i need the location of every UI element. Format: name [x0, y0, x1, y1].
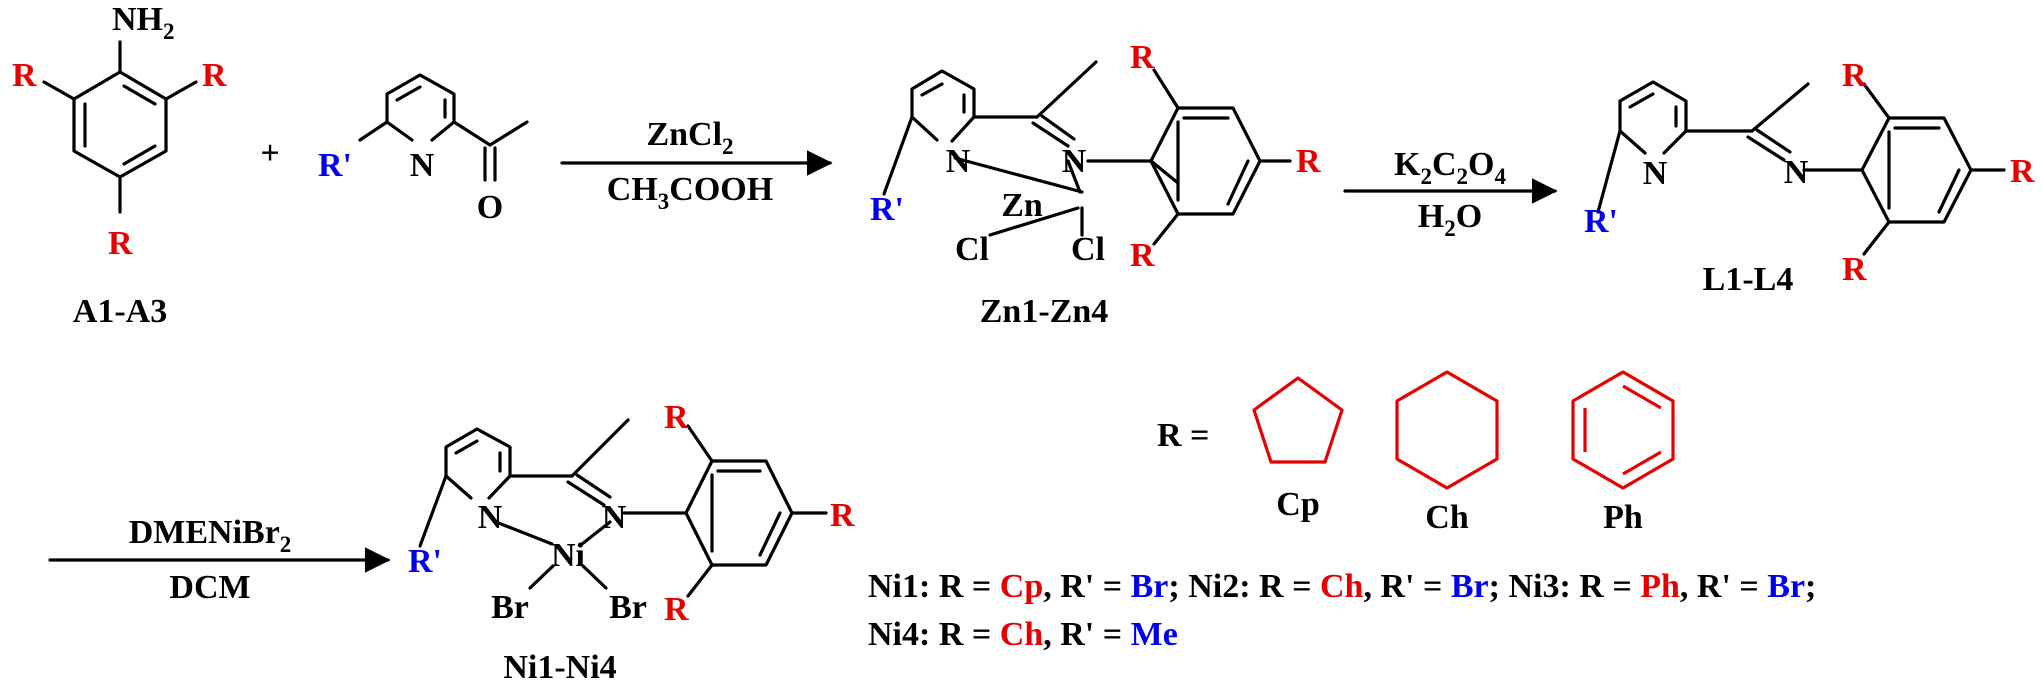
r-substituent: R	[1296, 143, 1321, 180]
r-substituent: R	[202, 57, 227, 94]
imine-nitrogen: N	[602, 499, 627, 536]
rprime-substituent: R'	[318, 147, 352, 184]
nickel-atom: Ni	[551, 537, 585, 574]
bromide-ligand: Br	[491, 589, 529, 626]
assignment-ni1: Ni1:	[868, 568, 939, 605]
imine-nitrogen: N	[1784, 154, 1809, 191]
nickel-complex-structure: N N Ni Br Br R' R R R	[408, 399, 855, 628]
aniline-structure: NH2 R R R	[12, 1, 227, 262]
amino-group: NH2	[112, 1, 175, 44]
legend-group-ph: Ph	[1603, 499, 1643, 536]
r-substituent: R	[830, 497, 855, 534]
r-substituent: R	[1842, 57, 1867, 94]
assignment-line-1: Ni1: R = Cp, R' = Br; Ni2: R = Ch, R' = …	[868, 568, 1816, 605]
pyridine-nitrogen: N	[1643, 155, 1668, 192]
step2-reagent: K2C2O4	[1394, 146, 1506, 189]
chloride-ligand: Cl	[955, 231, 989, 268]
assignment-ni2: Ni2:	[1188, 568, 1259, 605]
legend-group-ch: Ch	[1425, 499, 1469, 536]
r-substituent: R	[108, 225, 133, 262]
assignment-line-2: Ni4: R = Ch, R' = Me	[868, 616, 1178, 653]
r-substituent: R	[2010, 153, 2035, 190]
rprime-substituent: R'	[1584, 203, 1618, 240]
imine-nitrogen: N	[1062, 143, 1087, 180]
zinc-complex-structure: N N Zn Cl Cl R' R R R	[870, 39, 1321, 274]
compound-label-amines: A1-A3	[73, 293, 167, 330]
r-substituent: R	[12, 57, 37, 94]
pyridine-nitrogen: N	[410, 147, 435, 184]
rprime-substituent: R'	[870, 191, 904, 228]
rprime-substituent: R'	[408, 543, 442, 580]
pyridine-nitrogen: N	[478, 499, 503, 536]
compound-label-nickel: Ni1-Ni4	[503, 649, 616, 686]
r-substituent: R	[1130, 39, 1155, 76]
bromide-ligand: Br	[609, 589, 647, 626]
step3-solvent: DCM	[169, 569, 250, 606]
acetylpyridine-structure: N O R'	[318, 73, 529, 226]
step1-reagent: ZnCl2	[646, 116, 733, 159]
assignment-ni4: Ni4:	[868, 616, 939, 653]
r-substituent: R	[1842, 251, 1867, 288]
step3-reagent: DMENiBr2	[129, 514, 292, 557]
phenyl-ring-icon	[1571, 370, 1675, 490]
r-substituent: R	[664, 591, 689, 628]
assignment-ni3: Ni3:	[1508, 568, 1579, 605]
ligand-structure: N N R' R R R	[1584, 57, 2035, 288]
chloride-ligand: Cl	[1071, 231, 1105, 268]
step1-solvent: CH3COOH	[607, 171, 773, 214]
pyridine-nitrogen: N	[946, 143, 971, 180]
legend-group-cp: Cp	[1276, 486, 1319, 523]
compound-label-ligands: L1-L4	[1703, 261, 1794, 298]
cyclohexyl-ring-icon	[1395, 370, 1499, 490]
compound-label-zinc: Zn1-Zn4	[980, 293, 1109, 330]
plus-sign: +	[260, 135, 279, 172]
r-substituent: R	[1130, 237, 1155, 274]
r-substituent: R	[664, 399, 689, 436]
step2-solvent: H2O	[1418, 198, 1482, 241]
r-definition-label: R =	[1157, 417, 1209, 454]
zinc-atom: Zn	[1001, 187, 1043, 224]
cyclopentyl-ring-icon	[1252, 376, 1344, 464]
carbonyl-oxygen: O	[477, 189, 503, 226]
